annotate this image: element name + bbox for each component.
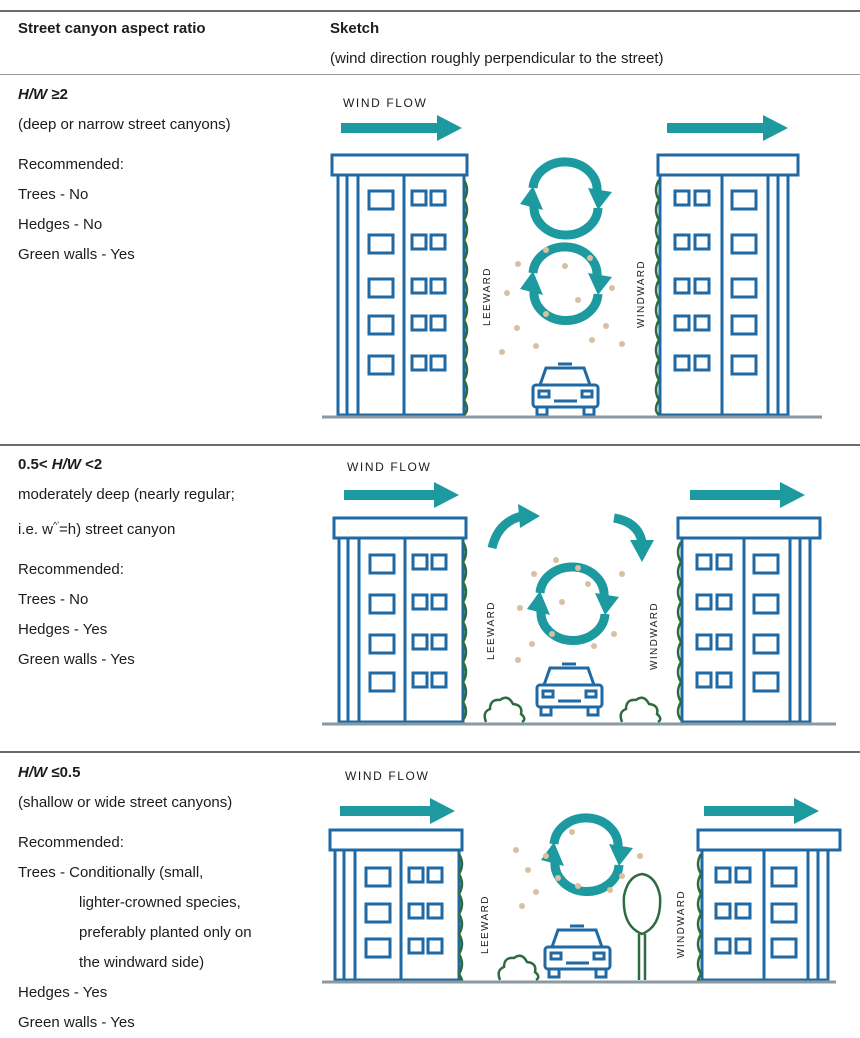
header-rule	[0, 74, 860, 75]
wind-arrow-icon	[344, 482, 459, 508]
wind-arrow-icon	[704, 798, 819, 824]
recommendation-item-continued: preferably planted only on	[79, 924, 252, 941]
leeward-label: LEEWARD	[486, 601, 497, 660]
recommendation-item: Green walls - Yes	[18, 1014, 135, 1031]
pollutant-particles	[499, 247, 625, 355]
hedge-icon	[497, 954, 540, 982]
header-aspect-ratio: Street canyon aspect ratio	[18, 20, 206, 37]
windward-label: WINDWARD	[676, 890, 687, 958]
leeward-label: LEEWARD	[482, 267, 493, 326]
row-2-text: 0.5< H/W <2 moderately deep (nearly regu…	[18, 450, 235, 675]
windward-label: WINDWARD	[649, 602, 660, 670]
right-building	[696, 828, 842, 983]
vortex-icon	[541, 813, 633, 896]
vortex-icon	[520, 157, 612, 240]
car-icon	[531, 362, 600, 417]
sketch-shallow-canyon: WIND FLOW LEEWARD WINDWA	[322, 766, 842, 988]
row-3-text: H/W ≤0.5 (shallow or wide street canyons…	[18, 758, 252, 1038]
green-wall	[654, 179, 661, 416]
sketch-deep-canyon: WIND FLOW	[322, 88, 832, 428]
window-grid	[673, 189, 758, 376]
tree-icon	[622, 872, 662, 980]
ratio-symbol: H/W	[51, 456, 81, 473]
row-description: (shallow or wide street canyons)	[18, 794, 233, 811]
recommendation-item-continued: lighter-crowned species,	[79, 894, 241, 911]
pollutant-particles	[515, 557, 625, 663]
row-description: i.e. w^'=h) street canyon	[18, 520, 176, 538]
window-grid	[364, 866, 444, 959]
ratio-symbol: H/W	[18, 86, 48, 103]
hedge-icon	[619, 696, 662, 724]
green-wall	[457, 853, 464, 983]
right-building	[654, 153, 800, 417]
leeward-label: LEEWARD	[480, 895, 491, 954]
wind-flow-label: WIND FLOW	[345, 769, 429, 783]
recommendation-item: Hedges - No	[18, 216, 103, 233]
window-grid	[714, 866, 798, 959]
hedge-icon	[483, 696, 526, 724]
row-divider	[0, 751, 860, 753]
green-wall	[462, 179, 469, 416]
left-building	[332, 516, 468, 724]
wind-arrow-icon	[340, 798, 455, 824]
top-rule	[0, 10, 860, 12]
recommended-label: Recommended:	[18, 561, 124, 578]
vortex-icon	[520, 242, 612, 325]
wind-arrow-icon	[341, 115, 462, 141]
car-icon	[543, 924, 612, 979]
vortex-icon	[527, 562, 619, 645]
wind-arrow-icon	[690, 482, 805, 508]
car-icon	[535, 662, 604, 717]
recommendation-item: Trees - No	[18, 186, 89, 203]
row-description: (deep or narrow street canyons)	[18, 116, 231, 133]
header-sketch: Sketch	[330, 20, 380, 37]
recommendation-item: Green walls - Yes	[18, 651, 135, 668]
wind-flow-label: WIND FLOW	[343, 96, 427, 110]
wind-arrow-icon	[667, 115, 788, 141]
recommendation-item: Hedges - Yes	[18, 984, 108, 1001]
ratio-symbol: H/W	[18, 764, 48, 781]
pollutant-particles	[513, 829, 643, 909]
left-building	[328, 828, 464, 983]
row-title: H/W ≤0.5	[18, 764, 81, 781]
recommended-label: Recommended:	[18, 834, 124, 851]
window-grid	[695, 553, 780, 693]
left-building	[330, 153, 469, 417]
row-1-text: H/W ≥2 (deep or narrow street canyons) R…	[18, 80, 231, 270]
curved-arrow-icon	[613, 513, 654, 562]
right-building	[676, 516, 822, 724]
recommendation-item: Trees - No	[18, 591, 89, 608]
sketch-moderate-canyon: WIND FLOW LE	[322, 458, 842, 728]
recommended-label: Recommended:	[18, 156, 124, 173]
row-divider	[0, 444, 860, 446]
green-wall	[676, 541, 683, 721]
green-wall	[696, 853, 703, 983]
row-description: moderately deep (nearly regular;	[18, 486, 235, 503]
curved-arrow-icon	[487, 504, 540, 550]
recommendation-item: Green walls - Yes	[18, 246, 135, 263]
windward-label: WINDWARD	[636, 260, 647, 328]
recommendation-item: Trees - Conditionally (small,	[18, 864, 204, 881]
wind-flow-label: WIND FLOW	[347, 460, 431, 474]
header-sketch-note: (wind direction roughly perpendicular to…	[330, 50, 664, 67]
row-title: H/W ≥2	[18, 86, 68, 103]
window-grid	[368, 553, 448, 693]
recommendation-item-continued: the windward side)	[79, 954, 205, 971]
recommendation-item: Hedges - Yes	[18, 621, 108, 638]
window-grid	[367, 189, 447, 376]
row-title: 0.5< H/W <2	[18, 456, 103, 473]
green-wall	[461, 541, 468, 721]
